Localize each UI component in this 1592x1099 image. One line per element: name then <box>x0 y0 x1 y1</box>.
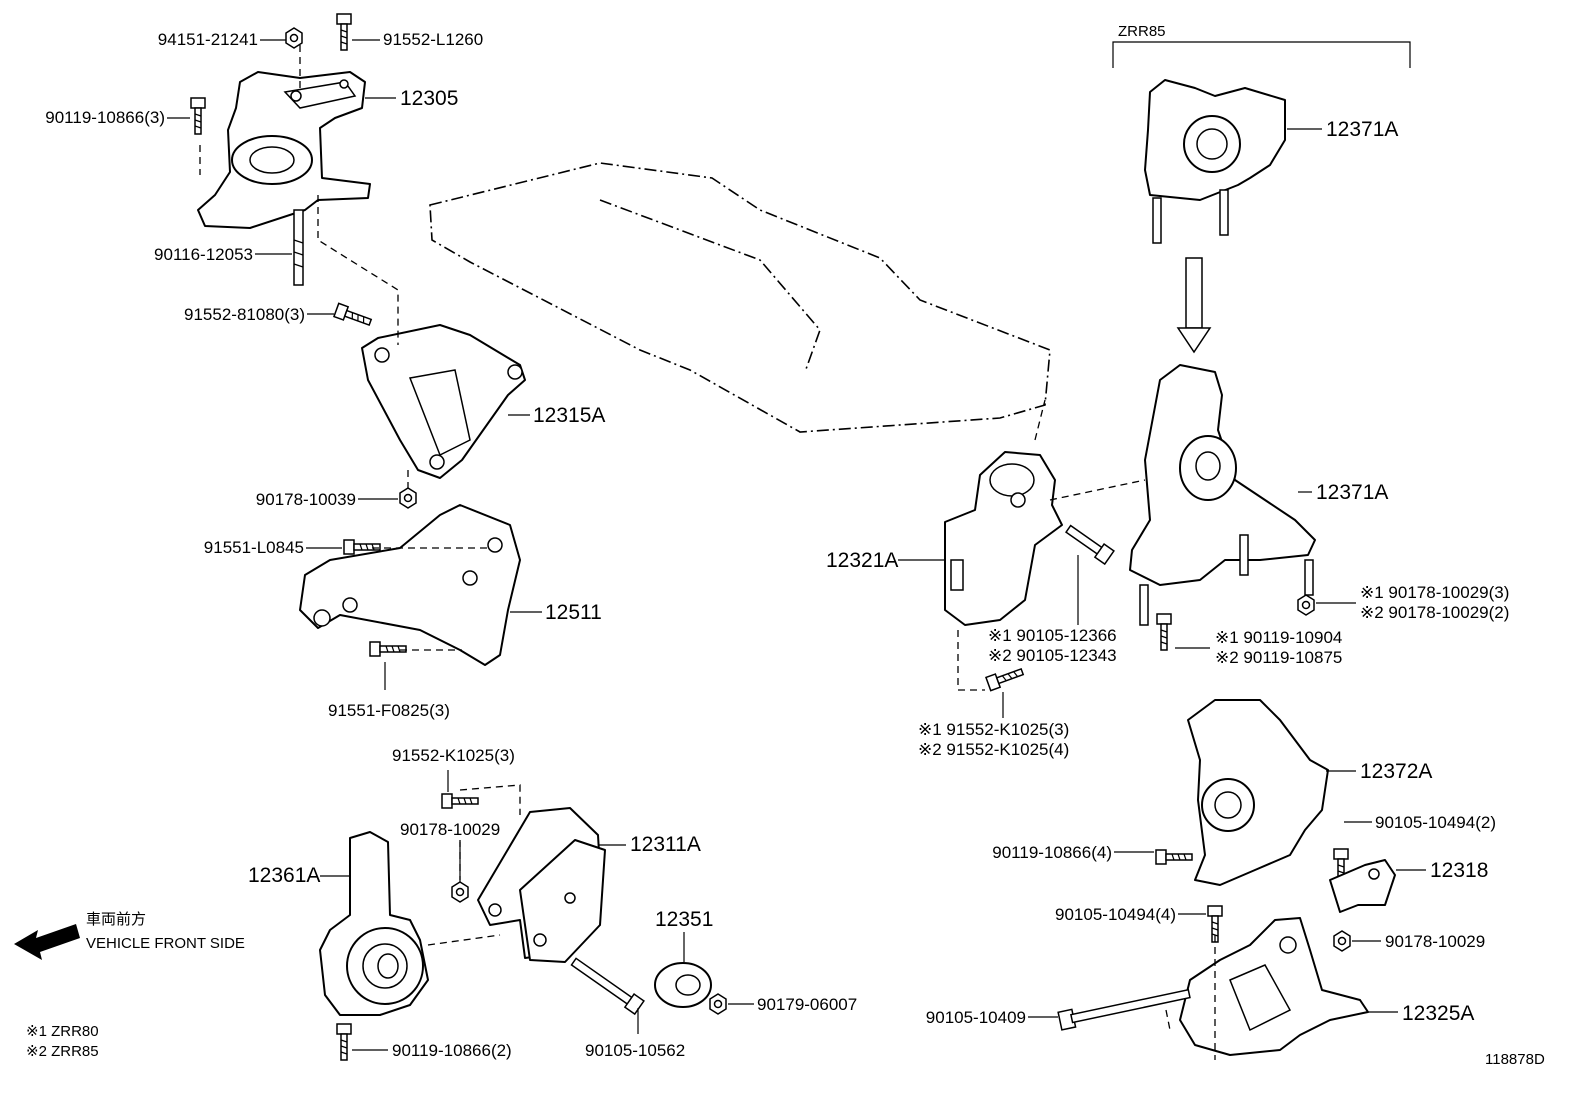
part-label: 90116-12053 <box>154 245 253 264</box>
front-side-en: VEHICLE FRONT SIDE <box>86 935 245 952</box>
bolt-91552-K1025-right <box>985 664 1026 692</box>
bracket-12511 <box>299 504 521 666</box>
bracket-12311A <box>477 807 606 963</box>
part-label: 90178-10039 <box>256 490 356 509</box>
part-label: 90105-10409 <box>926 1008 1026 1027</box>
part-label: ※2 90119-10875 <box>1215 648 1342 667</box>
part-label: 91551-L0845 <box>204 538 304 557</box>
part-label: 90119-10866(4) <box>992 843 1112 862</box>
bolt-91552-L1260 <box>336 13 352 51</box>
mount-12361A <box>319 831 429 1016</box>
front-side-indicator: 車両前方 VEHICLE FRONT SIDE <box>14 911 245 960</box>
part-label: 91552-K1025(3) <box>392 746 515 765</box>
part-label: 90178-10029 <box>400 820 500 839</box>
variant-label: ZRR85 <box>1118 23 1166 40</box>
bolt-91552-K1025-3-left <box>441 793 479 809</box>
part-label: ※1 90178-10029(3) <box>1360 583 1509 602</box>
bolt-90119-10866-3 <box>190 97 206 135</box>
bracket-12318 <box>1329 859 1396 913</box>
part-label: 90119-10866(3) <box>45 108 165 127</box>
part-label: ※2 90178-10029(2) <box>1360 603 1509 622</box>
install-arrow <box>1176 257 1212 354</box>
nut-90178-10029-right <box>1297 594 1315 616</box>
part-labels: 94151-21241 91552-L1260 12305 90119-10866(3… <box>45 30 1509 1060</box>
nut-90179-06007 <box>709 993 727 1015</box>
bolt-90119-10866-2 <box>336 1023 352 1061</box>
nut-90178-10029-lower <box>1333 930 1351 952</box>
part-label: 90119-10866(2) <box>392 1041 512 1060</box>
mount-12325A <box>1179 917 1369 1056</box>
nut-90178-10039 <box>399 487 417 509</box>
bolt-91552-81080-3 <box>333 302 374 330</box>
part-label: 90179-06007 <box>757 995 857 1014</box>
part-label: 90105-10494(2) <box>1375 813 1496 832</box>
part-label: 12321A <box>826 549 898 572</box>
part-label: 12315A <box>533 404 605 427</box>
part-label: 94151-21241 <box>158 30 258 49</box>
part-label: 12511 <box>545 601 602 624</box>
part-label: 12311A <box>630 833 701 856</box>
mount-12305 <box>197 71 371 229</box>
mount-12371A <box>1129 364 1316 626</box>
nut-90178-10029-left <box>451 881 469 903</box>
part-label: 12371A <box>1326 118 1398 141</box>
part-label: 12318 <box>1430 859 1488 882</box>
mount-12371A-zrr85 <box>1144 79 1286 244</box>
engine-outline <box>429 162 1051 433</box>
part-label: 91552-81080(3) <box>184 305 305 324</box>
bracket-12321A <box>944 451 1063 626</box>
bushing-12351 <box>654 962 712 1008</box>
part-label: ※1 90119-10904 <box>1215 628 1342 647</box>
part-label: ※2 91552-K1025(4) <box>918 740 1069 759</box>
bolt-91551-F0825-3 <box>369 641 407 657</box>
part-label: ※2 90105-12343 <box>988 646 1117 665</box>
part-label: 12325A <box>1402 1002 1474 1025</box>
part-label: 91552-L1260 <box>383 30 483 49</box>
part-label: 12305 <box>400 87 458 110</box>
part-label: 12371A <box>1316 481 1388 504</box>
bolt-90105-10409 <box>1057 988 1191 1031</box>
illustration-id: 118878D <box>1485 1051 1545 1068</box>
leader-lines <box>167 39 1426 1051</box>
note-zrr85: ※2 ZRR85 <box>26 1043 99 1060</box>
bolt-90119-10904 <box>1156 613 1172 651</box>
stud-90116-12053 <box>293 209 304 286</box>
engine-ridge <box>599 199 821 373</box>
part-label: 12361A <box>248 864 320 887</box>
mount-12372A <box>1187 699 1329 886</box>
part-label: 90178-10029 <box>1385 932 1485 951</box>
note-zrr80: ※1 ZRR80 <box>26 1023 99 1040</box>
variant-bracket: ZRR85 <box>1112 23 1411 68</box>
bracket-12315A <box>361 324 526 479</box>
bolt-90105-10562 <box>570 957 645 1016</box>
part-label: 90105-10562 <box>585 1041 685 1060</box>
bolt-90119-10866-4 <box>1155 849 1193 865</box>
front-side-jp: 車両前方 <box>86 911 146 928</box>
part-label: 12372A <box>1360 760 1432 783</box>
part-label: ※1 90105-12366 <box>988 626 1117 645</box>
part-label: 12351 <box>655 908 713 931</box>
bolt-90105-12366 <box>1065 524 1115 566</box>
part-label: ※1 91552-K1025(3) <box>918 720 1069 739</box>
part-label: 91551-F0825(3) <box>328 701 450 720</box>
front-arrow-icon <box>14 924 80 960</box>
part-label: 90105-10494(4) <box>1055 905 1176 924</box>
